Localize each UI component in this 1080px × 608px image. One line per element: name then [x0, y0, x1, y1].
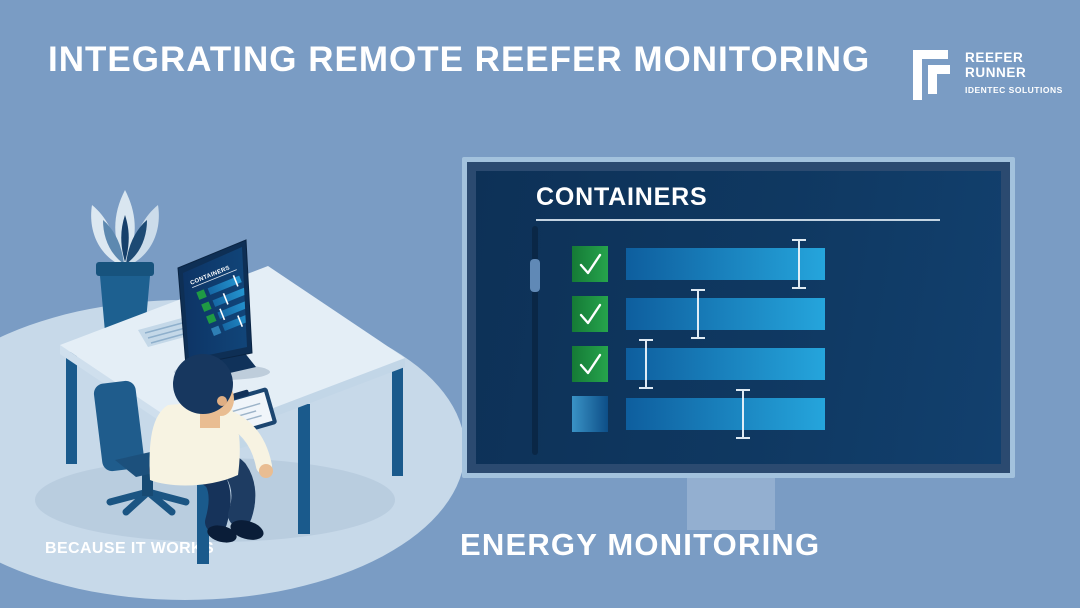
container-rows: [572, 239, 825, 446]
container-row: [572, 289, 825, 339]
illustration: CONTAINERS: [35, 190, 405, 564]
progress-bar: [626, 289, 825, 339]
brand-logo-text: REEFER RUNNER IDENTEC SOLUTIONS: [965, 50, 1063, 100]
keyboard: [138, 318, 192, 347]
checkbox-checked-icon[interactable]: [572, 296, 608, 332]
progress-bar: [626, 339, 825, 389]
checkbox-checked-icon[interactable]: [572, 346, 608, 382]
plant: [91, 190, 159, 337]
page-title: INTEGRATING REMOTE REEFER MONITORING: [48, 40, 871, 79]
progress-bar: [626, 389, 825, 439]
container-row: [572, 239, 825, 289]
progress-bar: [626, 239, 825, 289]
person-hand: [259, 464, 273, 478]
chair-backrest: [93, 380, 145, 472]
containers-heading: CONTAINERS: [536, 183, 708, 211]
checkbox-checked-icon[interactable]: [572, 246, 608, 282]
monitor-bezel: CONTAINERS: [467, 162, 1010, 473]
range-marker[interactable]: [690, 289, 705, 339]
container-row: [572, 339, 825, 389]
brand-name-line2: RUNNER: [965, 65, 1027, 81]
monitor-screen: CONTAINERS: [476, 171, 1001, 464]
range-marker[interactable]: [792, 239, 807, 289]
checkbox-unchecked[interactable]: [572, 396, 608, 432]
range-marker[interactable]: [638, 339, 653, 389]
energy-monitoring-caption: ENERGY MONITORING: [460, 527, 821, 562]
plant-pot-rim: [96, 262, 154, 276]
brand-name-line1: REEFER: [965, 50, 1024, 65]
large-monitor: CONTAINERS: [462, 157, 1015, 478]
reefer-runner-monogram-icon: [913, 50, 950, 100]
because-it-works-tagline: BECAUSE IT WORKS: [45, 540, 215, 557]
heading-underline: [536, 219, 940, 221]
brand-company: IDENTEC SOLUTIONS: [965, 85, 1063, 96]
scrollbar-track[interactable]: [532, 226, 538, 455]
brand-logo: REEFER RUNNER IDENTEC SOLUTIONS: [913, 50, 1063, 100]
person: [149, 354, 273, 543]
person-ear: [217, 396, 227, 406]
container-row: [572, 389, 825, 439]
range-marker[interactable]: [736, 389, 751, 439]
monitor-stand: [687, 478, 775, 530]
scrollbar-thumb[interactable]: [530, 259, 540, 292]
